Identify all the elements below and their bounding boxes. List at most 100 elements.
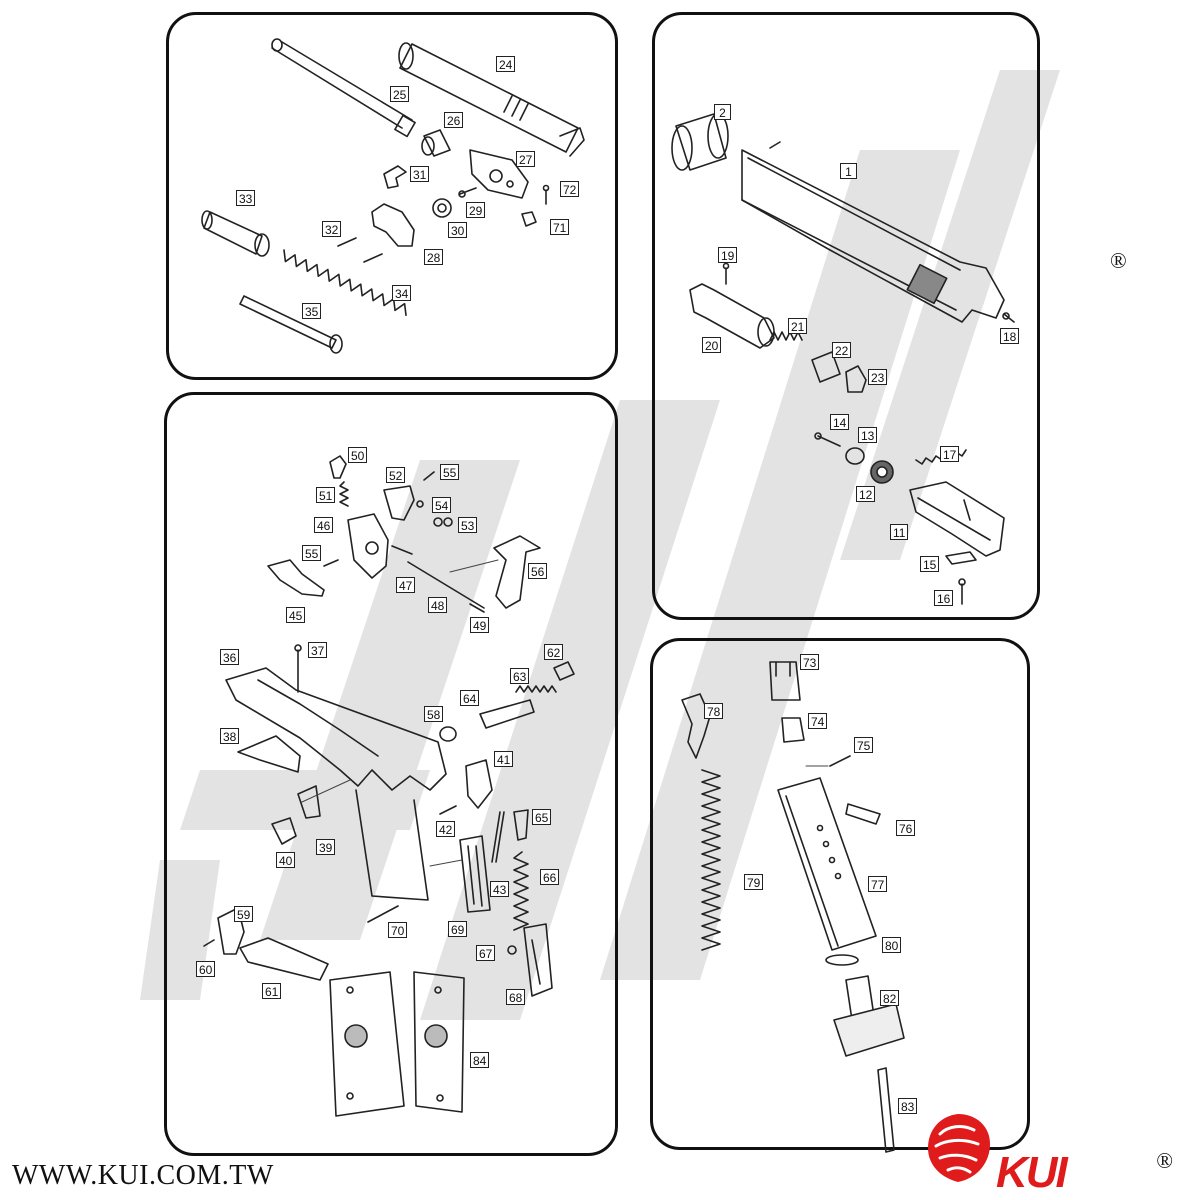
label-part-22: 22 bbox=[832, 342, 852, 358]
part-73-mag-lip bbox=[769, 661, 801, 701]
part-38-trigger bbox=[237, 735, 301, 773]
label-part-29: 29 bbox=[466, 202, 486, 218]
part-29-hop-rubber bbox=[458, 187, 477, 198]
label-part-18: 18 bbox=[1000, 328, 1020, 344]
part-66-spring bbox=[513, 851, 529, 931]
panel-frame-assembly bbox=[164, 392, 618, 1156]
part-47-pin bbox=[391, 545, 413, 555]
label-part-47: 47 bbox=[396, 577, 416, 593]
label-part-24: 24 bbox=[496, 56, 516, 72]
part-46-sear-housing bbox=[347, 513, 389, 579]
part-51-spring bbox=[339, 481, 349, 507]
part-15-plate bbox=[945, 551, 977, 565]
label-part-55-top: 55 bbox=[440, 464, 460, 480]
part-77-magazine-body bbox=[777, 777, 877, 951]
part-58-bushing bbox=[439, 726, 457, 742]
label-part-65: 65 bbox=[532, 809, 552, 825]
brand-name: KUI bbox=[996, 1148, 1068, 1197]
label-part-70: 70 bbox=[388, 922, 408, 938]
part-64-slide-stop bbox=[479, 699, 535, 729]
part-53-pin bbox=[433, 517, 453, 527]
label-part-56: 56 bbox=[528, 563, 548, 579]
label-part-69: 69 bbox=[448, 921, 468, 937]
label-part-78: 78 bbox=[704, 703, 724, 719]
label-part-14: 14 bbox=[830, 414, 850, 430]
label-part-19: 19 bbox=[718, 247, 738, 263]
brand-logo: KUI ® bbox=[918, 1108, 1188, 1197]
label-part-74: 74 bbox=[808, 713, 828, 729]
label-part-28: 28 bbox=[424, 249, 444, 265]
label-part-67: 67 bbox=[476, 945, 496, 961]
label-part-75: 75 bbox=[854, 737, 874, 753]
part-19-screw bbox=[722, 262, 730, 285]
label-part-13: 13 bbox=[858, 427, 878, 443]
part-31-link bbox=[383, 165, 407, 189]
label-part-77: 77 bbox=[868, 876, 888, 892]
label-part-36: 36 bbox=[220, 649, 240, 665]
label-part-23: 23 bbox=[868, 369, 888, 385]
lion-head-icon bbox=[928, 1114, 990, 1182]
label-part-39: 39 bbox=[316, 839, 336, 855]
part-33-guide-plug bbox=[201, 210, 270, 257]
part-23-block bbox=[845, 365, 867, 393]
part-78-mag-catch bbox=[681, 693, 711, 759]
label-part-41: 41 bbox=[494, 751, 514, 767]
label-part-45: 45 bbox=[286, 607, 306, 623]
part-1-slide bbox=[741, 141, 1005, 323]
part-18-screw bbox=[1002, 312, 1015, 323]
part-65-plunger bbox=[513, 809, 529, 841]
label-part-27: 27 bbox=[516, 151, 536, 167]
label-part-73: 73 bbox=[800, 654, 820, 670]
label-part-51: 51 bbox=[316, 487, 336, 503]
part-50-hammer-pin bbox=[329, 455, 347, 479]
part-25-inner-barrel bbox=[271, 38, 416, 138]
label-part-12: 12 bbox=[856, 486, 876, 502]
part-80-o-ring bbox=[825, 954, 859, 966]
part-45-hammer bbox=[267, 559, 325, 597]
part-12-gear bbox=[870, 460, 894, 484]
part-16-screw bbox=[958, 578, 966, 605]
label-part-54: 54 bbox=[432, 497, 452, 513]
label-part-59: 59 bbox=[234, 906, 254, 922]
part-48-rod bbox=[407, 561, 485, 609]
label-part-50: 50 bbox=[348, 447, 368, 463]
part-74-follower bbox=[781, 717, 805, 743]
part-30-hop-adjust-wheel bbox=[432, 198, 452, 218]
part-26-barrel-bushing bbox=[421, 129, 451, 157]
label-part-33: 33 bbox=[236, 190, 256, 206]
label-part-30: 30 bbox=[448, 222, 468, 238]
label-part-42: 42 bbox=[436, 821, 456, 837]
label-part-61: 61 bbox=[262, 983, 282, 999]
part-79-spring bbox=[701, 769, 721, 951]
label-part-2: 2 bbox=[714, 104, 731, 120]
part-22-valve bbox=[811, 351, 841, 383]
part-42-pin bbox=[439, 805, 457, 815]
label-part-79: 79 bbox=[744, 874, 764, 890]
part-54-pin bbox=[416, 500, 424, 508]
label-part-53: 53 bbox=[458, 517, 478, 533]
part-13-o-ring bbox=[845, 447, 865, 465]
label-part-16: 16 bbox=[934, 590, 954, 606]
part-70-pin bbox=[367, 905, 399, 923]
part-37-pin bbox=[294, 644, 302, 693]
label-part-58: 58 bbox=[424, 706, 444, 722]
label-part-84: 84 bbox=[470, 1052, 490, 1068]
part-24-outer-barrel bbox=[398, 42, 585, 157]
part-69-sear-spring bbox=[459, 835, 491, 913]
label-part-32: 32 bbox=[322, 221, 342, 237]
label-part-1: 1 bbox=[840, 163, 857, 179]
label-part-49: 49 bbox=[470, 617, 490, 633]
label-part-64: 64 bbox=[460, 690, 480, 706]
part-76-fill-valve bbox=[845, 803, 881, 825]
part-27-hop-up-chamber bbox=[469, 149, 529, 199]
label-part-15: 15 bbox=[920, 556, 940, 572]
label-part-11: 11 bbox=[890, 524, 909, 540]
label-part-80: 80 bbox=[882, 937, 902, 953]
part-75-pin bbox=[829, 755, 851, 767]
label-part-55-left: 55 bbox=[302, 545, 322, 561]
label-part-62: 62 bbox=[544, 644, 564, 660]
panel-magazine-assembly bbox=[650, 638, 1030, 1150]
part-35-guide-rod bbox=[239, 295, 343, 354]
part-61-safety-lever bbox=[239, 937, 329, 981]
